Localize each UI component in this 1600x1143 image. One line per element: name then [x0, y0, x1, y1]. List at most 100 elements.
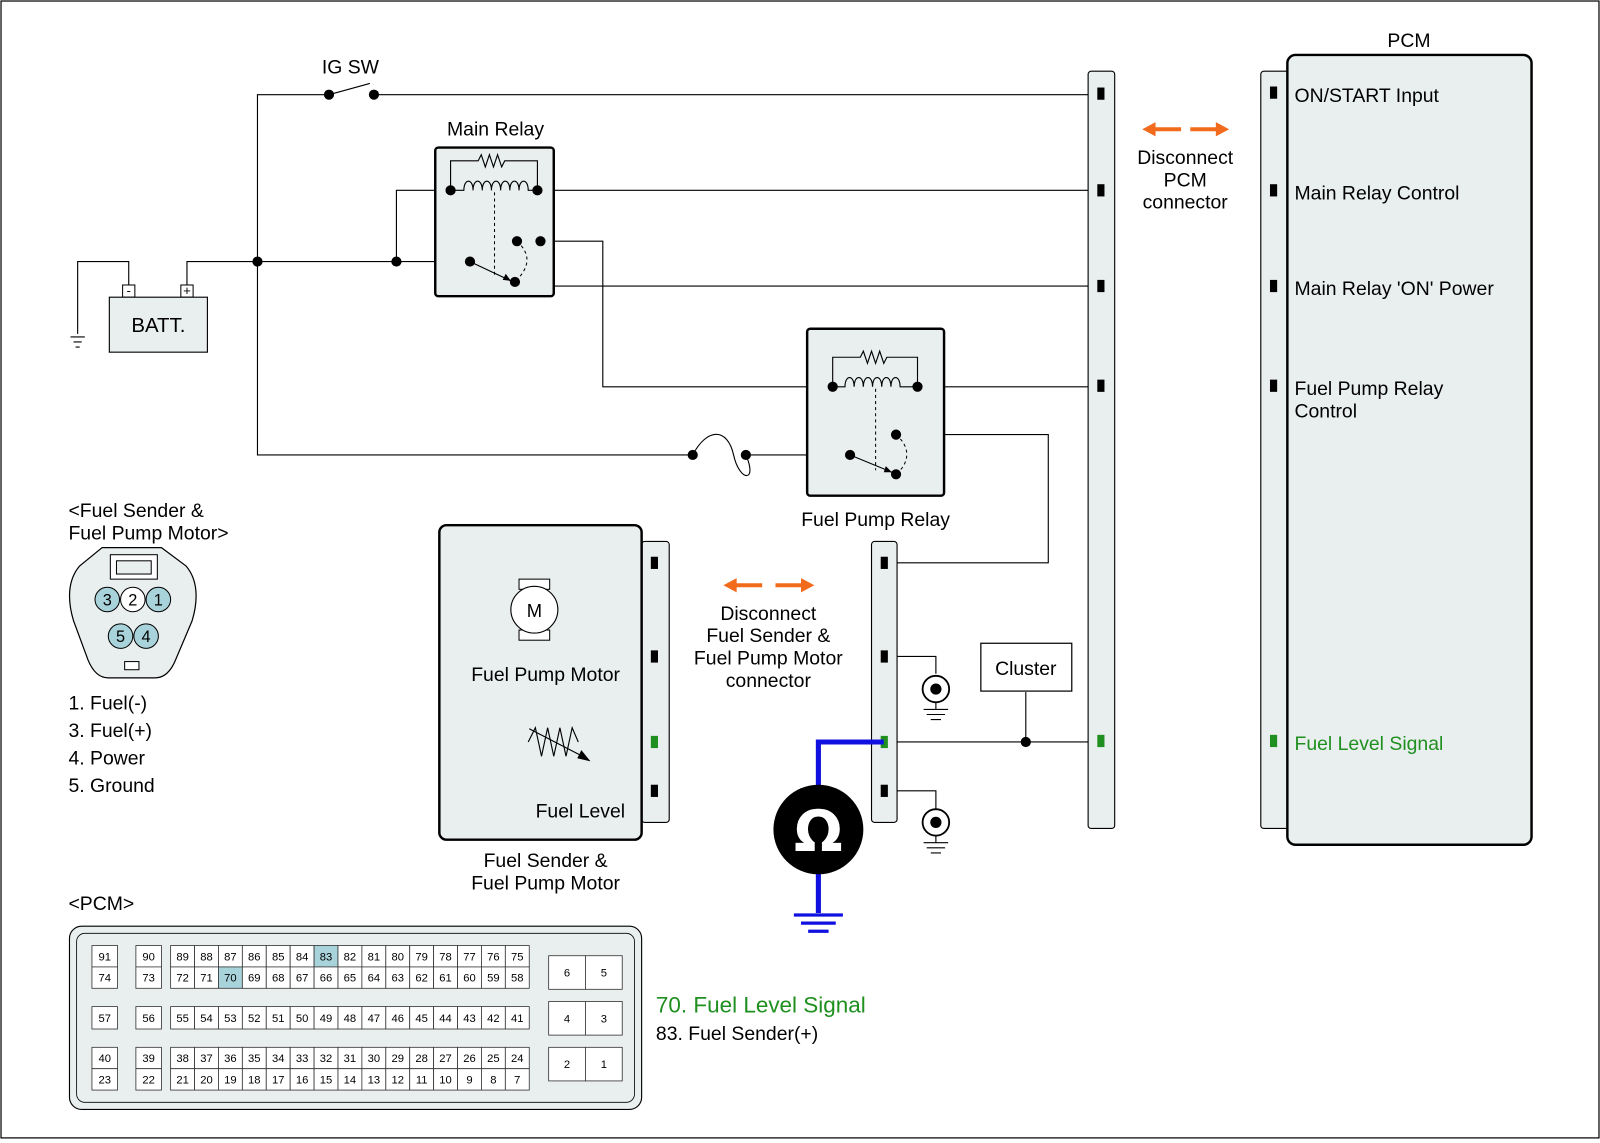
battery-negative-sign: -: [127, 283, 131, 298]
disconnect-pcm-line-1: Disconnect: [1137, 147, 1234, 169]
ground-icon: [921, 808, 951, 854]
pcm-connector-pin-number: 4: [564, 1013, 570, 1025]
disconnect-arrow-right-icon: [775, 578, 815, 593]
pcm-connector-pin-number: 82: [344, 951, 356, 963]
pcm-connector-pin-number: 88: [200, 951, 212, 963]
pcm-connector-pin-cell: [91, 1006, 118, 1030]
pcm-connector-pin-cell: [585, 1001, 623, 1036]
pcm-connector-pin-number: 14: [344, 1074, 356, 1086]
pcm-connector-pin-number: 51: [272, 1013, 284, 1025]
pcm-connector-pin-cell: [135, 1068, 162, 1091]
pcm-connector-pin-number: 22: [142, 1074, 154, 1086]
main-relay-label: Main Relay: [447, 118, 544, 140]
pcm-connector-title: <PCM>: [68, 893, 134, 915]
pcm-connector-pin-number: 41: [511, 1013, 523, 1025]
pcm-pin-main-relay-control: Main Relay Control: [1295, 183, 1460, 205]
pcm-connector-pin-number: 29: [392, 1053, 404, 1065]
pcm-connector-pin-number: 5: [601, 968, 607, 980]
sender-legend-item: 3. Fuel(+): [68, 720, 152, 742]
module-caption-line-1: Fuel Sender &: [484, 850, 608, 872]
cluster: Cluster: [980, 642, 1073, 692]
pcm-connector-pin-number: 8: [490, 1074, 496, 1086]
pcm-connector-pin-number: 1: [601, 1059, 607, 1071]
sender-pin-3: 3: [103, 592, 112, 610]
pcm-connector-pin-number: 40: [98, 1053, 110, 1065]
pcm-connector-pin-number: 84: [296, 951, 308, 963]
meter-probe-lead: [815, 739, 884, 792]
pcm-connector-pin-number: 74: [98, 973, 110, 985]
pcm-connector-pin-number: 72: [176, 973, 188, 985]
ohm-symbol: Ω: [794, 799, 843, 865]
pcm-connector-pin-number: 11: [416, 1074, 428, 1086]
pcm-connector-pin-number: 24: [511, 1053, 523, 1065]
fuel-pump-relay-label: Fuel Pump Relay: [801, 509, 950, 531]
pcm-connector-pin-number: 57: [98, 1013, 110, 1025]
pcm-connector-pin-number: 63: [392, 973, 404, 985]
ohmmeter-icon: [773, 784, 864, 875]
pcm-connector-pin-number: 19: [224, 1074, 236, 1086]
pcm-connector-pin-cell: [585, 1046, 623, 1082]
pcm-connector-pin-number: 77: [463, 951, 475, 963]
pcm-connector-pin-number: 47: [368, 1013, 380, 1025]
pcm-pin-on-start-input: ON/START Input: [1295, 85, 1440, 107]
pcm-module: PCM ON/START Input Main Relay Control Ma…: [1260, 30, 1533, 847]
sender-pin-2: 2: [128, 592, 137, 610]
pcm-connector-pin-number: 60: [463, 973, 475, 985]
pcm-connector-pin-number: 18: [248, 1074, 260, 1086]
disconnect-pcm-note: Disconnect PCM connector: [1137, 122, 1234, 214]
ohmmeter: Ω: [773, 739, 884, 933]
pcm-connector-pin-number: 7: [514, 1074, 520, 1086]
pcm-connector-pin-cell: [548, 1001, 586, 1036]
pcm-connector-pin-number: 50: [296, 1013, 308, 1025]
sender-pin-5: 5: [116, 628, 125, 646]
pcm-connector-pin-number: 10: [439, 1074, 451, 1086]
pcm-connector-pin-number: 87: [224, 951, 236, 963]
sender-legend-item: 4. Power: [68, 747, 145, 769]
pcm-connector-pin-cell: [585, 955, 623, 990]
pcm-connector-pin-number: 26: [463, 1053, 475, 1065]
pcm-connector-pin-number: 3: [601, 1013, 607, 1025]
battery-positive-sign: +: [183, 283, 191, 298]
pcm-title: PCM: [1387, 30, 1430, 52]
pcm-connector-pin-cell: [135, 966, 162, 989]
pcm-connector-pin-number: 46: [392, 1013, 404, 1025]
pcm-connector-pin-number: 6: [564, 968, 570, 980]
ground-icon: [921, 674, 951, 721]
pcm-connector-pin-number: 59: [487, 973, 499, 985]
pcm-connector-pin-number: 86: [248, 951, 260, 963]
pcm-connector-pin-number: 28: [415, 1053, 427, 1065]
module-caption-line-2: Fuel Pump Motor: [471, 873, 620, 895]
pcm-connector-pin-number: 36: [224, 1053, 236, 1065]
pcm-connector-pin-number: 37: [200, 1053, 212, 1065]
pcm-connector-pin-number: 62: [415, 973, 427, 985]
pcm-connector-pin-number: 44: [439, 1013, 451, 1025]
disconnect-sender-line-1: Disconnect: [720, 603, 817, 625]
sender-connector-housing: [68, 546, 197, 679]
pcm-connector-pin-number: 75: [511, 951, 523, 963]
pcm-connector-pin-number: 80: [392, 951, 404, 963]
pcm-connector-pin-number: 56: [142, 1013, 154, 1025]
pcm-pin-fuel-level-signal: Fuel Level Signal: [1295, 733, 1444, 755]
pcm-connector-pin-number: 54: [200, 1013, 212, 1025]
pcm-connector-pin-number: 73: [142, 973, 154, 985]
fuel-level-resistor-icon: [527, 725, 579, 757]
pcm-connector-pin-number: 13: [368, 1074, 380, 1086]
pcm-connector-pin-number: 43: [463, 1013, 475, 1025]
sender-connector-title-line-1: <Fuel Sender &: [68, 500, 203, 522]
pcm-legend-fuel-level-signal: 70. Fuel Level Signal: [656, 993, 866, 1018]
fuel-sender-pump-module: M Fuel Pump Motor Fuel Level Fuel Sender…: [438, 523, 670, 895]
pcm-connector-pin-number: 35: [248, 1053, 260, 1065]
pcm-connector-pin-number: 21: [176, 1074, 188, 1086]
main-relay: Main Relay: [434, 118, 555, 298]
pcm-connector-pin-number: 53: [224, 1013, 236, 1025]
pcm-connector-pin-number: 17: [272, 1074, 284, 1086]
pcm-connector-pin-number: 12: [392, 1074, 404, 1086]
pcm-pin-main-relay-on-power: Main Relay 'ON' Power: [1295, 278, 1495, 300]
pcm-connector-pin-number: 42: [487, 1013, 499, 1025]
pcm-connector-pin-number: 76: [487, 951, 499, 963]
